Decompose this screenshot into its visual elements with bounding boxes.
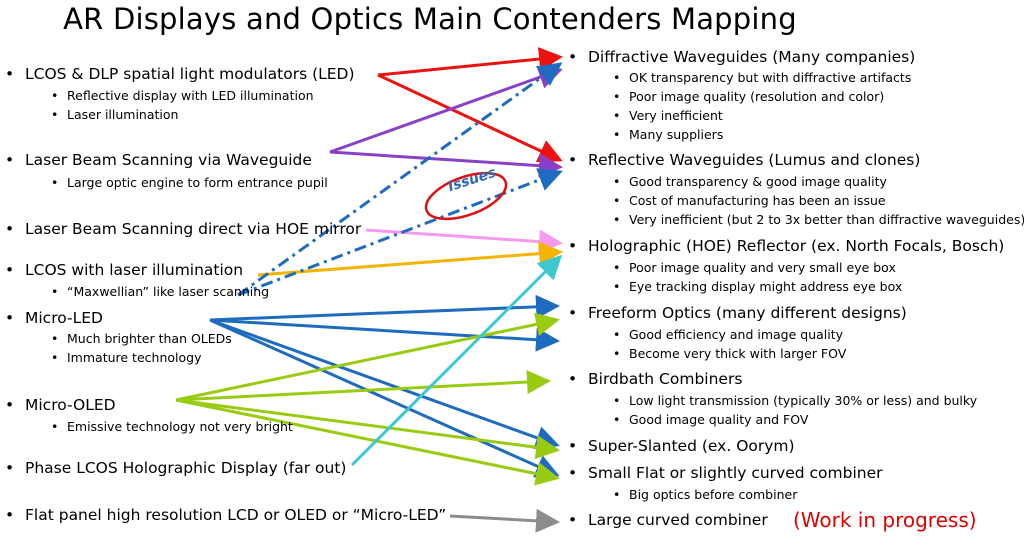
right-sub: •OK transparency but with diffractive ar… xyxy=(613,70,912,85)
right-sub: •Many suppliers xyxy=(613,127,724,142)
arrow-microled-to-freeform-1 xyxy=(209,294,560,322)
arrow-lcos-dlp-to-reflective xyxy=(377,73,563,162)
left-sub: •Immature technology xyxy=(51,350,202,365)
issues-ring xyxy=(424,171,508,221)
right-sub: •Big optics before combiner xyxy=(613,487,798,502)
arrow-lcos-laser-to-diffractive-issues xyxy=(237,62,563,297)
arrow-lcos-laser-to-reflective-issues xyxy=(237,168,563,297)
left-item-lcos-dlp: •LCOS & DLP spatial light modulators (LE… xyxy=(5,65,355,83)
right-sub: •Poor image quality and very small eye b… xyxy=(613,260,896,275)
right-item-large-curved: •Large curved combiner xyxy=(568,511,768,529)
arrow-microled-to-freeform-2 xyxy=(209,318,560,352)
left-item-micro-led: •Micro-LED xyxy=(5,309,103,327)
right-sub: •Good image quality and FOV xyxy=(613,412,809,427)
right-sub: •Become very thick with larger FOV xyxy=(613,346,847,361)
arrow-lbs-hoe-to-holographic xyxy=(365,228,563,254)
arrow-lcos-laser-to-holographic xyxy=(257,241,563,277)
right-sub: •Very inefficient xyxy=(613,108,723,123)
right-sub: •Low light transmission (typically 30% o… xyxy=(613,393,978,408)
right-item-small-flat: •Small Flat or slightly curved combiner xyxy=(568,464,883,482)
right-sub: •Eye tracking display might address eye … xyxy=(613,279,903,294)
right-sub: •Good efficiency and image quality xyxy=(613,327,844,342)
arrow-microoled-to-superslanted xyxy=(175,398,560,460)
arrow-flatpanel-to-largecurved xyxy=(449,508,560,533)
arrow-microled-to-superslanted xyxy=(209,318,560,450)
work-in-progress-label: (Work in progress) xyxy=(793,508,977,532)
left-item-phase-lcos: •Phase LCOS Holographic Display (far out… xyxy=(5,459,347,477)
arrow-microoled-to-freeform xyxy=(175,312,560,402)
arrow-microoled-to-smallflat xyxy=(175,398,560,486)
left-sub: •Emissive technology not very bright xyxy=(51,419,293,434)
arrow-microoled-to-birdbath xyxy=(175,370,551,402)
left-item-lcos-laser: •LCOS with laser illumination xyxy=(5,261,244,279)
right-sub: •Poor image quality (resolution and colo… xyxy=(613,89,885,104)
right-sub: •Good transparency & good image quality xyxy=(613,174,887,189)
right-sub: •Cost of manufacturing has been an issue xyxy=(613,193,886,208)
left-sub: •Much brighter than OLEDs xyxy=(51,331,232,346)
right-item-freeform: •Freeform Optics (many different designs… xyxy=(568,304,907,322)
left-item-flat-panel: •Flat panel high resolution LCD or OLED … xyxy=(5,506,447,524)
left-sub: •Large optic engine to form entrance pup… xyxy=(51,175,328,190)
right-item-holographic: •Holographic (HOE) Reflector (ex. North … xyxy=(568,237,1005,255)
arrow-lbs-wg-to-diffractive xyxy=(329,65,563,154)
right-sub: •Very inefficient (but 2 to 3x better th… xyxy=(613,212,1024,227)
right-item-birdbath: •Birdbath Combiners xyxy=(568,370,743,388)
right-item-diffractive: •Diffractive Waveguides (Many companies) xyxy=(568,48,916,66)
left-item-lbs-hoe: •Laser Beam Scanning direct via HOE mirr… xyxy=(5,220,362,238)
right-item-super-slanted: •Super-Slanted (ex. Oorym) xyxy=(568,437,795,455)
left-item-micro-oled: •Micro-OLED xyxy=(5,396,116,414)
arrow-microled-to-smallflat xyxy=(209,318,560,478)
left-sub: •Laser illumination xyxy=(51,107,179,122)
left-sub: •Reflective display with LED illuminatio… xyxy=(51,88,314,103)
arrow-lbs-wg-to-reflective xyxy=(329,150,563,178)
arrow-lcos-dlp-to-diffractive xyxy=(377,47,563,77)
left-item-lbs-waveguide: •Laser Beam Scanning via Waveguide xyxy=(5,151,312,169)
right-item-reflective: •Reflective Waveguides (Lumus and clones… xyxy=(568,151,921,169)
left-sub: •“Maxwellian” like laser scanning xyxy=(51,284,270,299)
arrow-phaselcos-to-holographic xyxy=(350,254,563,467)
page-title: AR Displays and Optics Main Contenders M… xyxy=(63,2,797,36)
